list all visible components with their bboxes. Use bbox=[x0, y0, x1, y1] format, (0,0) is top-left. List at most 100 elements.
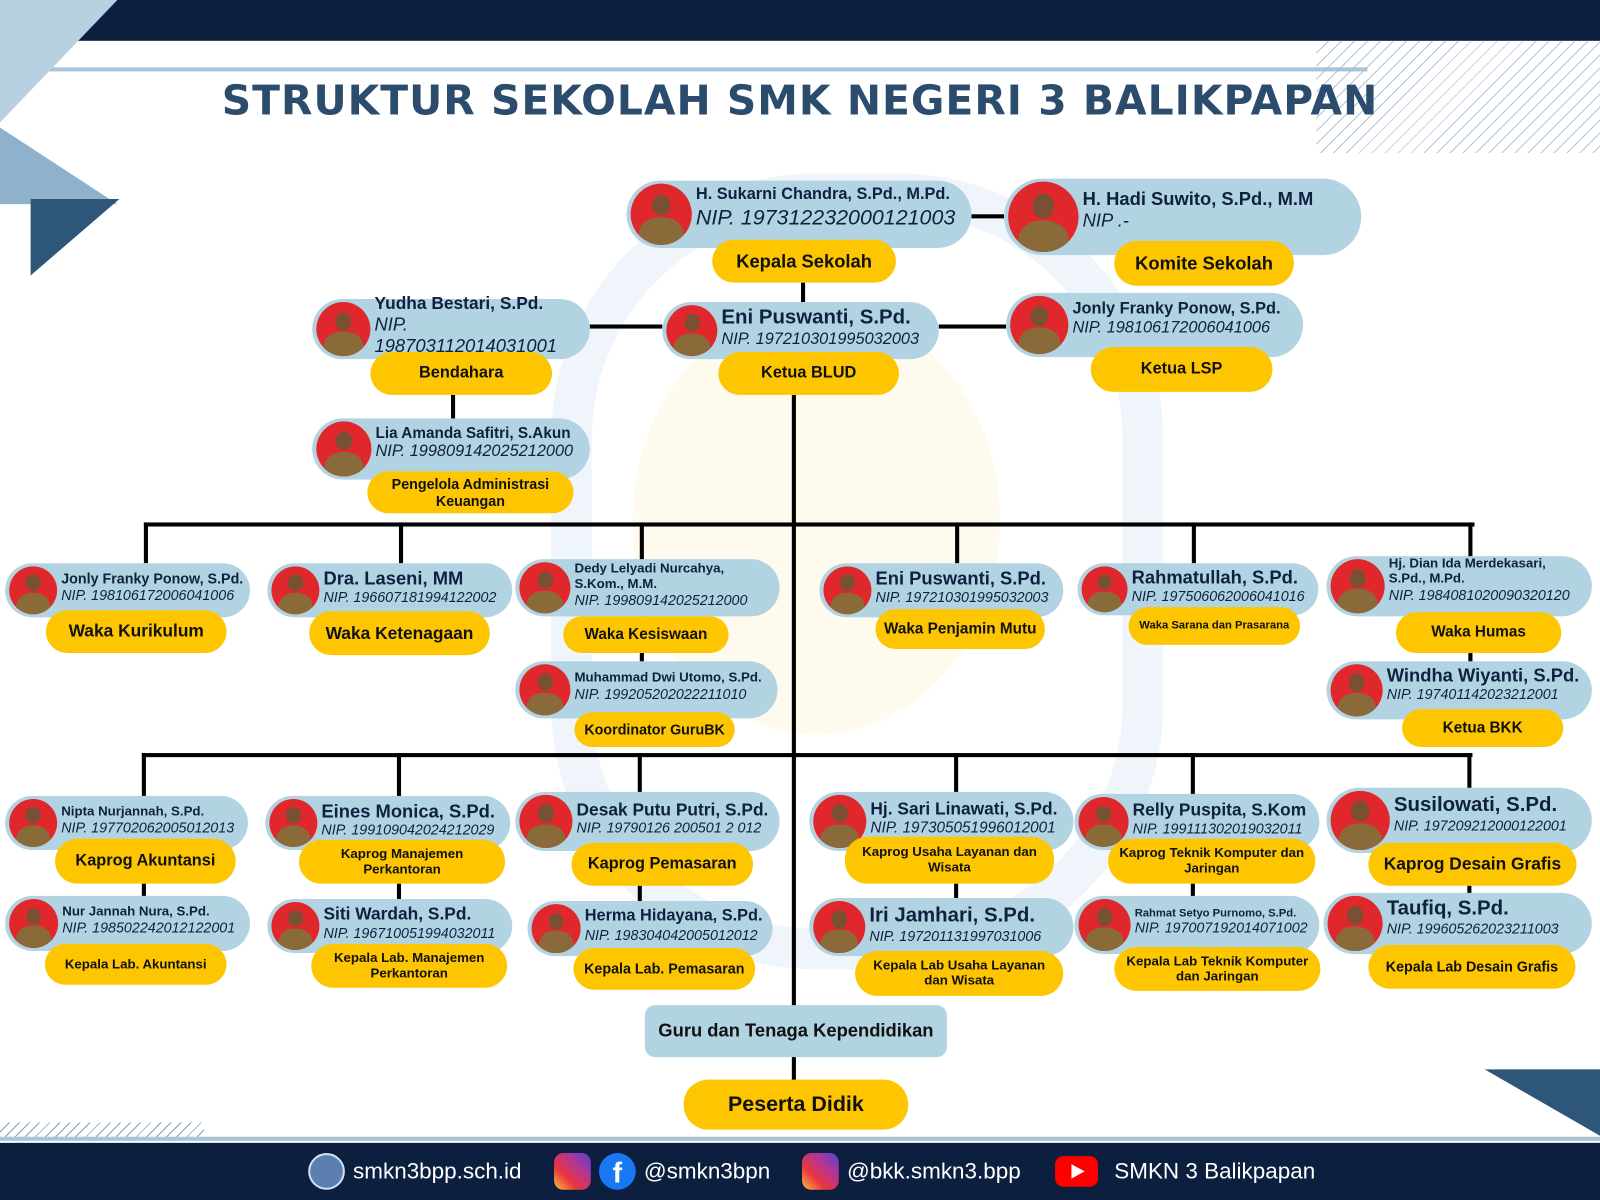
person-nip: NIP. 198703112014031001 bbox=[374, 313, 557, 357]
person-nip: NIP. 198106172006041006 bbox=[61, 586, 235, 604]
avatar-body bbox=[820, 929, 859, 954]
role-label: Kepala Lab Usaha Layanan dan Wisata bbox=[855, 951, 1064, 996]
role-label: Waka Penjamin Mutu bbox=[875, 609, 1045, 649]
person-text: Yudha Bestari, S.Pd.NIP. 198703112014031… bbox=[374, 294, 583, 356]
person-name: Eni Puswanti, S.Pd. bbox=[721, 306, 911, 329]
avatar-body bbox=[639, 217, 684, 245]
person-info-box: Siti Wardah, S.Pd.NIP. 19671005199403201… bbox=[267, 898, 513, 954]
decorative-chevron bbox=[1484, 1069, 1600, 1136]
avatar-head bbox=[1032, 194, 1054, 219]
person-nip: NIP. 199605262023211003 bbox=[1386, 920, 1559, 937]
connector-line bbox=[398, 522, 404, 564]
avatar-head bbox=[1349, 568, 1366, 588]
person-nip: NIP. 198106172006041006 bbox=[1072, 319, 1271, 337]
avatar-body bbox=[1085, 824, 1122, 847]
connector-line bbox=[639, 522, 644, 562]
avatar-body bbox=[526, 590, 564, 614]
person-name: Desak Putu Putri, S.Pd. bbox=[576, 799, 769, 820]
avatar-head bbox=[1030, 306, 1048, 327]
role-label: Pengelola Administrasi Keuangan bbox=[367, 471, 574, 514]
social-smkn3bpn[interactable]: f @smkn3bpn bbox=[554, 1151, 770, 1192]
person-text: Desak Putu Putri, S.Pd.NIP. 19790126 200… bbox=[577, 792, 774, 845]
person-nip: NIP. 197702062005012013 bbox=[61, 818, 235, 836]
person-nip: NIP. 197007192014071002 bbox=[1134, 919, 1308, 937]
role-label: Waka Humas bbox=[1395, 612, 1562, 654]
person-nip: NIP. 196710051994032011 bbox=[323, 924, 496, 941]
person-name: Nur Jannah Nura, S.Pd. bbox=[62, 903, 210, 919]
connector-line bbox=[1191, 522, 1196, 564]
connector-line bbox=[955, 522, 960, 564]
role-label: Kepala Lab Desain Grafis bbox=[1368, 944, 1576, 989]
avatar-head bbox=[831, 804, 848, 823]
person-nip: NIP. 199111302019032011 bbox=[1132, 820, 1303, 837]
person-text: Herma Hidayana, S.Pd.NIP. 19830404200501… bbox=[585, 901, 767, 950]
avatar bbox=[1008, 181, 1079, 253]
person-text: Siti Wardah, S.Pd.NIP. 19671005199403201… bbox=[323, 899, 506, 947]
person-info-box: Herma Hidayana, S.Pd.NIP. 19830404200501… bbox=[527, 901, 773, 957]
connector-line bbox=[396, 753, 402, 798]
avatar-body bbox=[820, 824, 859, 848]
avatar bbox=[666, 305, 718, 357]
avatar bbox=[1327, 895, 1383, 952]
person-info-box: Rahmat Setyo Purnomo, S.Pd.NIP. 19700719… bbox=[1074, 895, 1320, 955]
avatar-head bbox=[1348, 673, 1365, 692]
youtube-link[interactable]: SMKN 3 Balikpapan bbox=[1055, 1151, 1315, 1192]
person-nip: NIP. 197506062006041016 bbox=[1131, 588, 1305, 605]
website-text: smkn3bpp.sch.id bbox=[353, 1158, 522, 1184]
person-name: Yudha Bestari, S.Pd. bbox=[374, 294, 544, 314]
role-label: Kaprog Usaha Layanan dan Wisata bbox=[844, 836, 1055, 884]
person-nip: NIP. 198502242012122001 bbox=[62, 919, 236, 936]
person-name: Iri Jamhari, S.Pd. bbox=[869, 903, 1035, 927]
person-text: Eni Puswanti, S.Pd.NIP. 1972103019950320… bbox=[721, 302, 932, 353]
avatar-body bbox=[1018, 327, 1061, 355]
avatar-head bbox=[537, 673, 553, 691]
connector-line bbox=[938, 324, 1007, 329]
avatar bbox=[316, 302, 371, 357]
connector-line bbox=[396, 883, 402, 900]
person-nip: NIP. 19790126 200501 2 012 bbox=[576, 819, 762, 837]
avatar-head bbox=[288, 574, 303, 592]
role-label: Kepala Sekolah bbox=[712, 239, 896, 283]
person-name: Jonly Franky Ponow, S.Pd. bbox=[61, 570, 244, 587]
person-info-box: Susilowati, S.Pd.NIP. 197209212000122001 bbox=[1326, 787, 1592, 854]
avatar-body bbox=[1335, 926, 1375, 952]
person-info-box: Nur Jannah Nura, S.Pd.NIP. 1985022420121… bbox=[5, 895, 250, 952]
person-text: Jonly Franky Ponow, S.Pd.NIP. 1981061720… bbox=[61, 563, 244, 611]
role-label: Waka Kesiswaan bbox=[563, 616, 729, 654]
website-link[interactable]: smkn3bpp.sch.id bbox=[308, 1151, 522, 1192]
avatar-head bbox=[25, 574, 41, 592]
avatar-head bbox=[840, 574, 855, 592]
person-nip: NIP. 197210301995032003 bbox=[721, 330, 920, 348]
person-nip: NIP. 198304042005012012 bbox=[584, 926, 758, 943]
avatar-body bbox=[1337, 692, 1376, 717]
avatar bbox=[269, 798, 318, 847]
social-bkk[interactable]: @bkk.smkn3.bpp bbox=[802, 1151, 1021, 1192]
person-info-box: Iri Jamhari, S.Pd.NIP. 19720113199703100… bbox=[809, 897, 1074, 957]
person-nip: NIP. 198408102009032012​0 bbox=[1388, 586, 1570, 604]
person-info-box: Jonly Franky Ponow, S.Pd.NIP. 1981061720… bbox=[1006, 292, 1304, 358]
avatar-body bbox=[538, 931, 574, 954]
person-text: H. Sukarni Chandra, S.Pd., M.Pd.NIP. 197… bbox=[696, 181, 965, 236]
avatar-body bbox=[526, 824, 566, 848]
person-nip: NIP .- bbox=[1082, 210, 1129, 231]
avatar bbox=[316, 421, 372, 477]
connector-line bbox=[1467, 885, 1472, 896]
avatar-body bbox=[526, 692, 564, 716]
person-text: Iri Jamhari, S.Pd.NIP. 19720113199703100… bbox=[869, 898, 1067, 950]
connector-line bbox=[451, 394, 456, 420]
person-text: Hj. Dian Ida Merdekasari, S.Pd., M.Pd.NI… bbox=[1388, 555, 1586, 604]
connector-line bbox=[637, 885, 642, 903]
avatar bbox=[1078, 898, 1131, 952]
connector-line bbox=[791, 394, 796, 1081]
role-label: Kepala Lab. Manajemen Perkantoran bbox=[311, 943, 508, 988]
person-nip: NIP. 197209212000122001 bbox=[1393, 817, 1567, 834]
avatar-body bbox=[324, 451, 364, 477]
person-name: Eni Puswanti, S.Pd. bbox=[875, 568, 1046, 589]
guru-box: Guru dan Tenaga Kependidikan bbox=[644, 1005, 947, 1058]
avatar-body bbox=[1338, 823, 1382, 850]
avatar-body bbox=[276, 825, 311, 847]
connector-line bbox=[971, 214, 1005, 219]
avatar-body bbox=[15, 592, 51, 615]
